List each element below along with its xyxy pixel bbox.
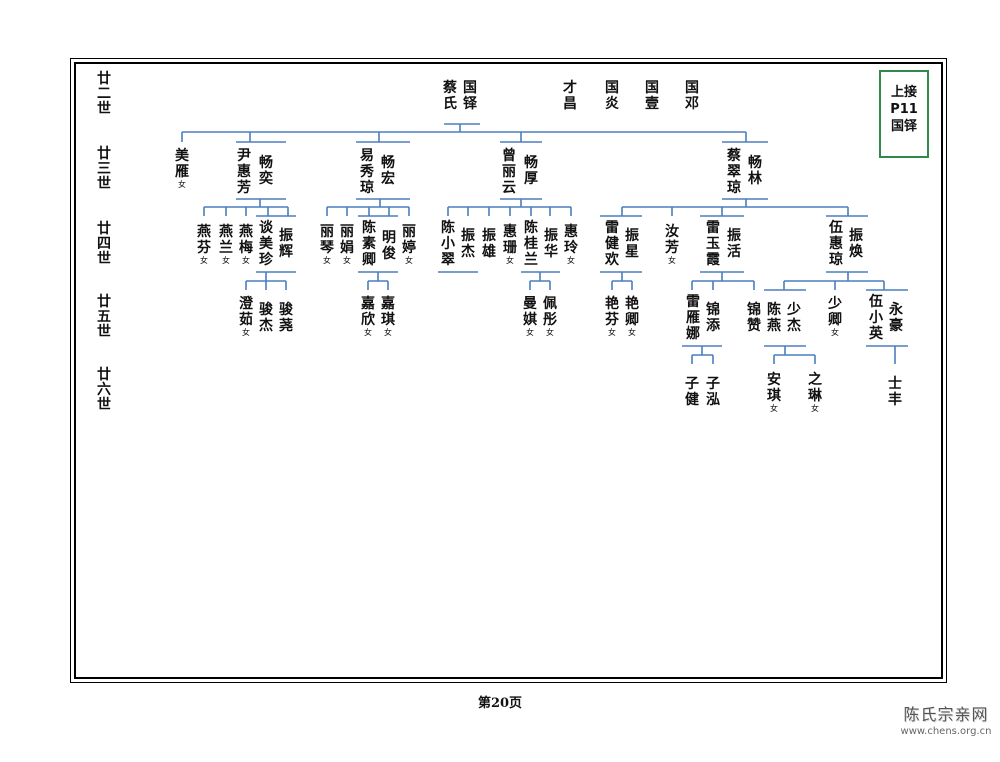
person-name: 惠玲女 [564, 224, 578, 265]
person-name: 嘉琪女 [381, 296, 395, 337]
person-name: 艳卿女 [625, 296, 639, 337]
female-marker: 女 [526, 328, 534, 337]
person-name: 子泓 [706, 376, 720, 408]
female-marker: 女 [770, 404, 778, 413]
person-name: 蔡氏 [443, 80, 457, 112]
person-name: 陈小翠 [441, 220, 455, 268]
person-name: 振辉 [279, 228, 293, 260]
female-marker: 女 [811, 404, 819, 413]
person-name: 振活 [727, 228, 741, 260]
person-name: 丽婷女 [402, 224, 416, 265]
upper-link-name: 国铎 [890, 119, 917, 134]
person-name: 谈美珍 [259, 220, 273, 268]
person-name: 振雄 [482, 228, 496, 260]
watermark-url: www.chens.org.cn [900, 726, 992, 737]
female-marker: 女 [668, 256, 676, 265]
person-name: 尹惠芳 [237, 148, 251, 196]
female-marker: 女 [608, 328, 616, 337]
generation-label: 廿五世 [97, 294, 111, 340]
person-name: 畅林 [748, 155, 762, 187]
person-name: 国炎 [605, 80, 619, 112]
person-name: 国邓 [685, 80, 699, 112]
person-name: 雷雁娜 [686, 294, 700, 342]
upper-link-line: 上接 [890, 85, 917, 100]
person-name: 汝芳女 [665, 224, 679, 265]
female-marker: 女 [222, 256, 230, 265]
person-name: 伍小英 [869, 294, 883, 342]
person-name: 安琪女 [767, 372, 781, 413]
outer-border [70, 58, 947, 683]
female-marker: 女 [323, 256, 331, 265]
upper-link-box: 上接 P11 国铎 [879, 70, 929, 158]
person-name: 燕梅女 [239, 224, 253, 265]
generation-label: 廿三世 [97, 146, 111, 192]
inner-border [74, 62, 943, 679]
female-marker: 女 [242, 328, 250, 337]
female-marker: 女 [200, 256, 208, 265]
female-marker: 女 [567, 256, 575, 265]
person-name: 之琳女 [808, 372, 822, 413]
person-name: 曼娸女 [523, 296, 537, 337]
person-name: 士丰 [888, 376, 902, 408]
person-name: 曾丽云 [502, 148, 516, 196]
generation-label: 廿六世 [97, 367, 111, 413]
female-marker: 女 [364, 328, 372, 337]
person-name: 易秀琼 [360, 148, 374, 196]
person-name: 艳芬女 [605, 296, 619, 337]
person-name: 少卿女 [828, 296, 842, 337]
page-number: 第20页 [477, 696, 523, 711]
female-marker: 女 [405, 256, 413, 265]
person-name: 子健 [685, 376, 699, 408]
person-name: 振星 [625, 228, 639, 260]
person-name: 振杰 [461, 228, 475, 260]
person-name: 佩彤女 [543, 296, 557, 337]
person-name: 骏荛 [279, 302, 293, 334]
female-marker: 女 [506, 256, 514, 265]
person-name: 振焕 [849, 228, 863, 260]
female-marker: 女 [343, 256, 351, 265]
female-marker: 女 [384, 328, 392, 337]
person-name: 雷玉霞 [706, 220, 720, 268]
female-marker: 女 [628, 328, 636, 337]
person-name: 陈素卿 [362, 220, 376, 268]
person-name: 丽琴女 [320, 224, 334, 265]
person-name: 丽娟女 [340, 224, 354, 265]
female-marker: 女 [178, 180, 186, 189]
female-marker: 女 [242, 256, 250, 265]
person-name: 燕兰女 [219, 224, 233, 265]
person-name: 陈桂兰 [524, 220, 538, 268]
person-name: 锦赞 [747, 302, 761, 334]
generation-label: 廿二世 [97, 71, 111, 117]
person-name: 少杰 [787, 302, 801, 334]
generation-label: 廿四世 [97, 221, 111, 267]
person-name: 陈燕 [767, 302, 781, 334]
person-name: 畅宏 [381, 155, 395, 187]
person-name: 骏杰 [259, 302, 273, 334]
person-name: 才昌 [563, 80, 577, 112]
person-name: 振华 [544, 228, 558, 260]
person-name: 永豪 [889, 302, 903, 334]
person-name: 嘉欣女 [361, 296, 375, 337]
person-name: 明俊 [382, 230, 396, 262]
person-name: 伍惠琼 [829, 220, 843, 268]
upper-link-page: P11 [890, 102, 918, 117]
person-name: 锦添 [706, 302, 720, 334]
person-name: 美雁女 [175, 148, 189, 189]
person-name: 国壹 [645, 80, 659, 112]
person-name: 畅奕 [259, 155, 273, 187]
person-name: 惠珊女 [503, 224, 517, 265]
person-name: 雷健欢 [605, 220, 619, 268]
person-name: 国铎 [463, 80, 477, 112]
person-name: 蔡翠琼 [727, 148, 741, 196]
female-marker: 女 [831, 328, 839, 337]
watermark-title: 陈氏宗亲网 [903, 705, 989, 724]
person-name: 燕芬女 [197, 224, 211, 265]
watermark: 陈氏宗亲网 www.chens.org.cn [896, 705, 996, 745]
person-name: 澄茹女 [239, 296, 253, 337]
person-name: 畅厚 [524, 155, 538, 187]
female-marker: 女 [546, 328, 554, 337]
